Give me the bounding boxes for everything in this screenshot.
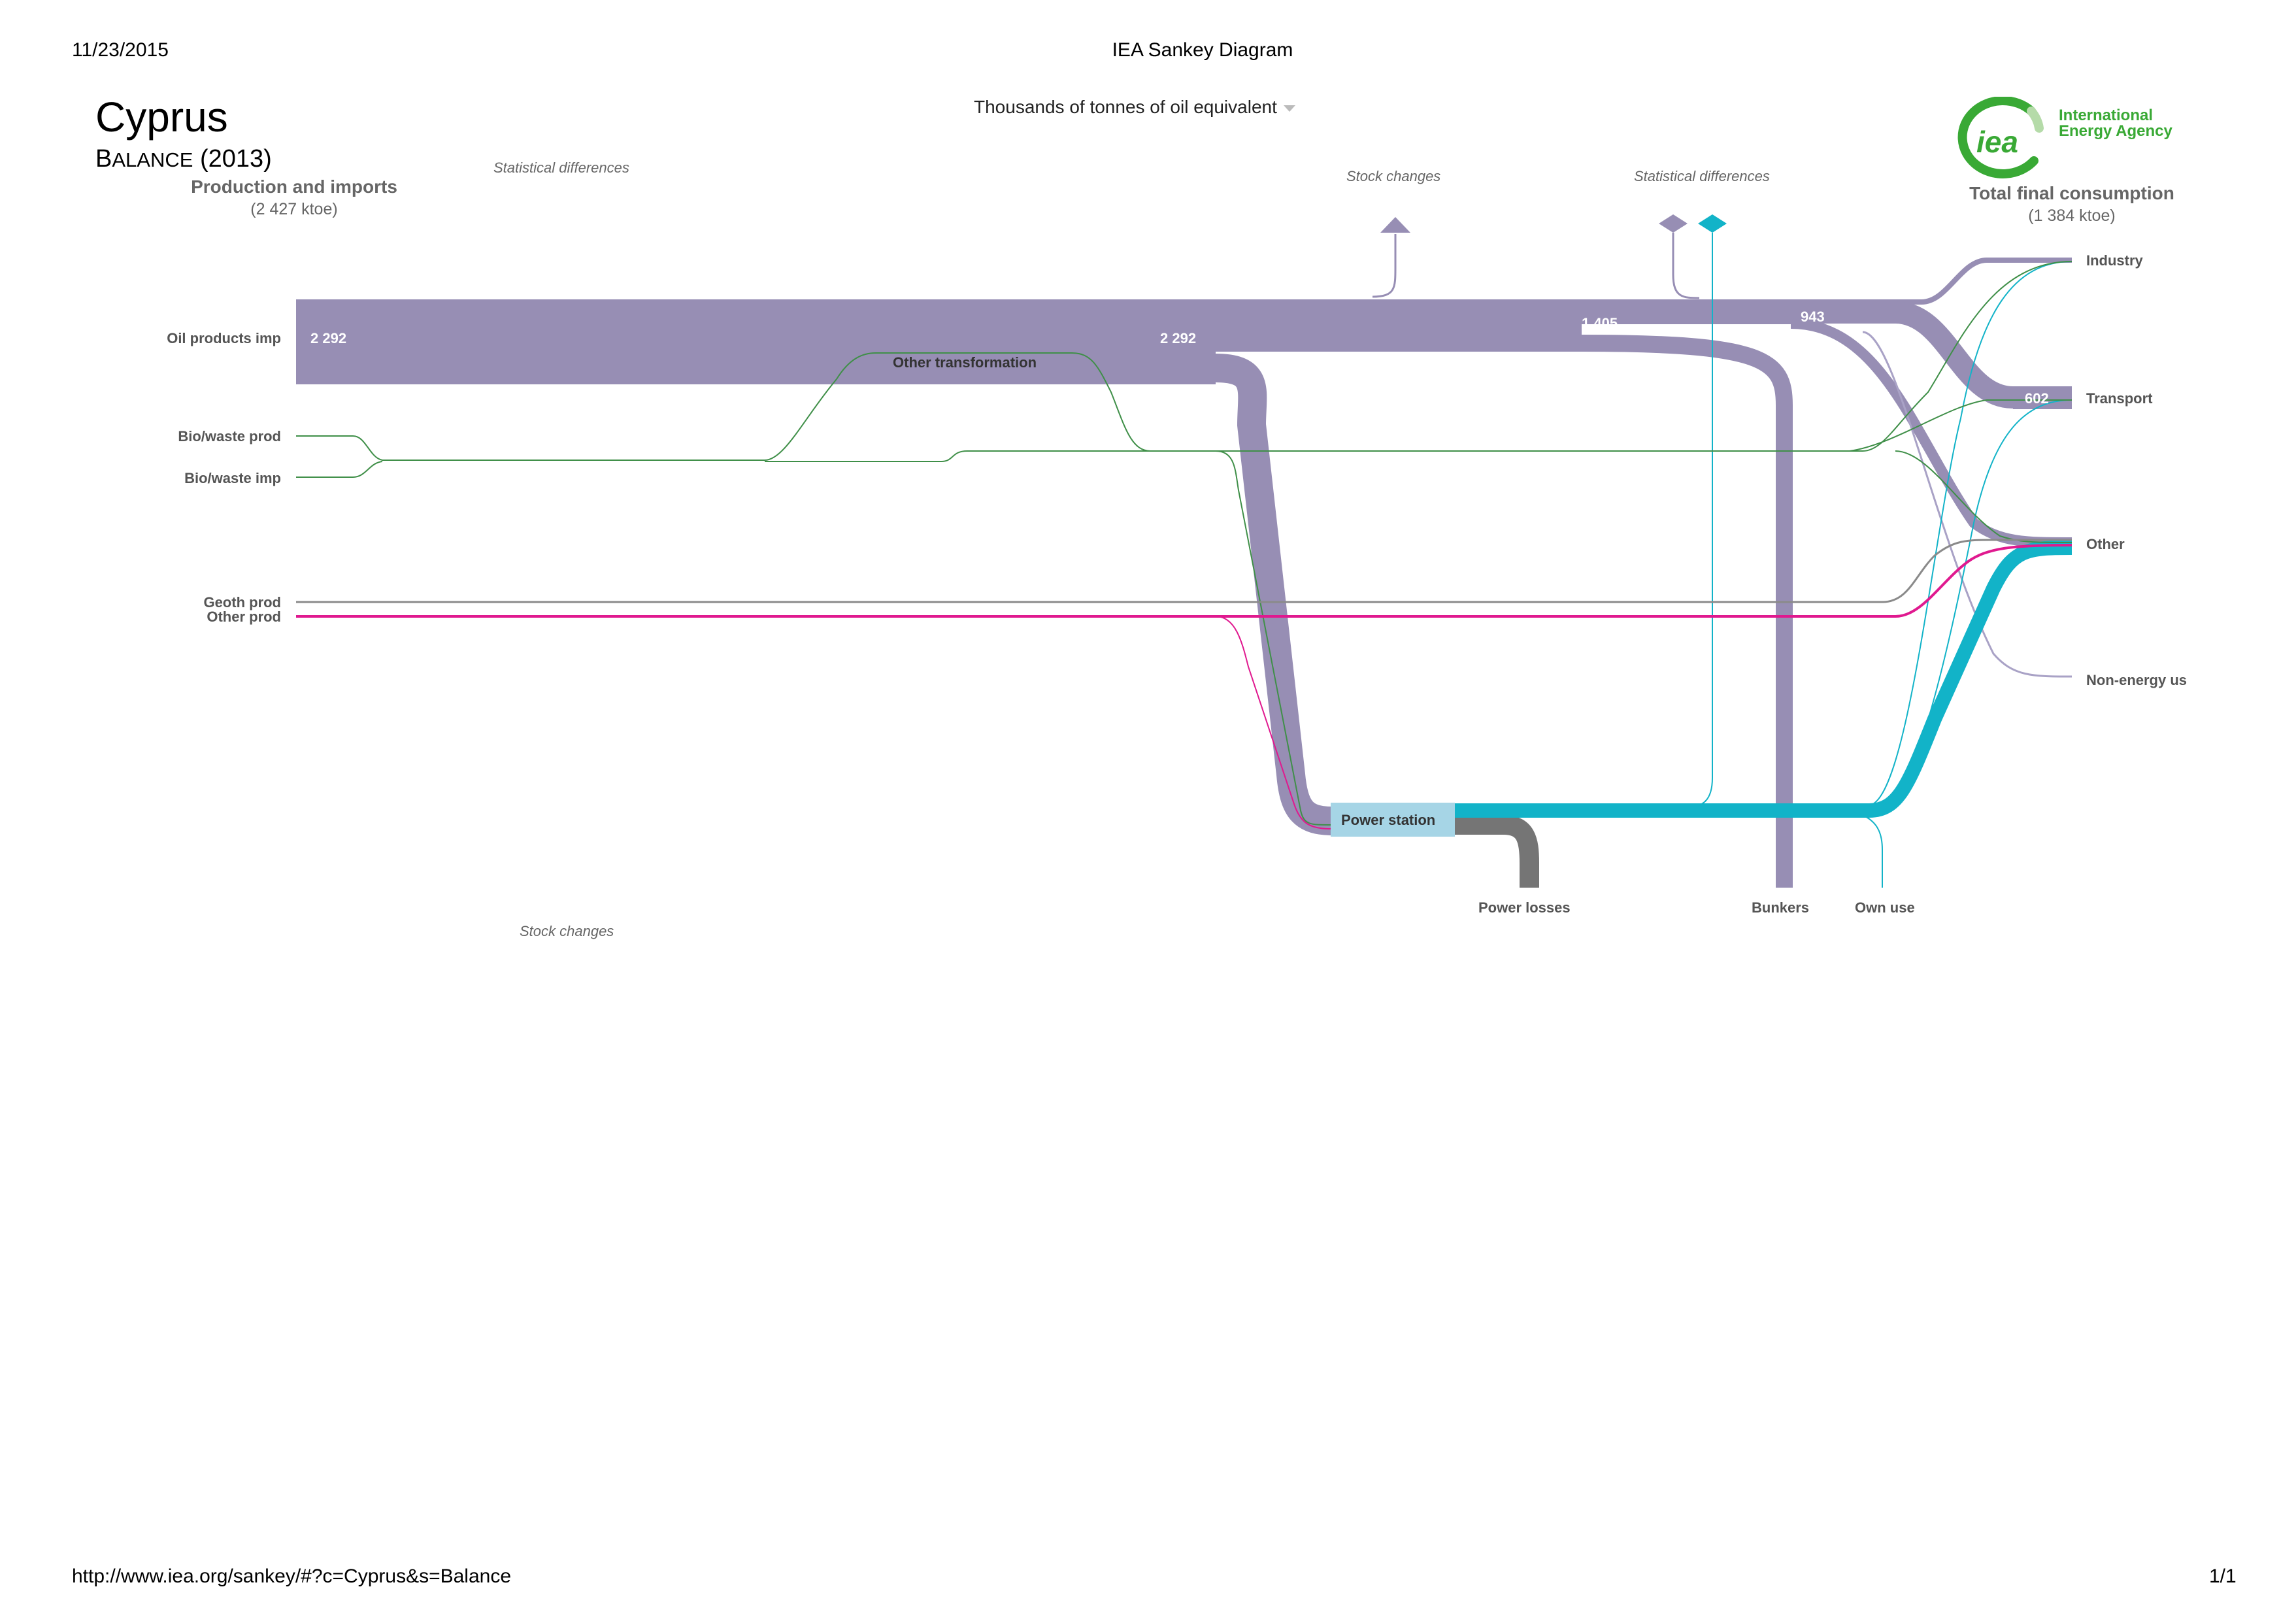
left-column-total: (2 427 ktoe)	[250, 200, 338, 218]
oil-to-bunkers-flow[interactable]	[1581, 335, 1793, 888]
print-page-title: IEA Sankey Diagram	[1112, 39, 1293, 61]
stock-change-arrow-icon	[1380, 217, 1410, 233]
oil-to-transport-flow[interactable]	[1791, 301, 2072, 409]
unit-selector-label: Thousands of tonnes of oil equivalent	[974, 97, 1277, 117]
print-date: 11/23/2015	[72, 39, 169, 61]
left-column-heading: Production and imports	[191, 176, 397, 197]
right-column-total: (1 384 ktoe)	[2028, 207, 2116, 225]
balance-subtitle: BALANCE (2013)	[95, 145, 272, 173]
print-url[interactable]: http://www.iea.org/sankey/#?c=Cyprus&s=B…	[72, 1565, 512, 1587]
biowaste-to-transport-flow[interactable]	[1849, 399, 2072, 452]
logo-mark-text: iea	[1976, 125, 2018, 159]
power-station-node[interactable]	[1331, 803, 1455, 837]
node-power-station[interactable]: Power station	[1341, 812, 1436, 828]
sink-other[interactable]: Other	[2086, 536, 2125, 552]
unit-selector[interactable]: Thousands of tonnes of oil equivalent	[974, 97, 1295, 118]
oil-after-transformation-value: 2 292	[1160, 330, 1197, 346]
elec-stat-diff-diamond-icon	[1698, 214, 1727, 233]
transport-value: 602	[2025, 390, 2049, 407]
power-losses-flow[interactable]	[1455, 815, 1539, 888]
oil-stat-diff-diamond-icon	[1659, 214, 1688, 233]
oil-band-to-bunkers-node[interactable]	[1216, 299, 1582, 352]
chevron-down-icon[interactable]	[1283, 105, 1295, 112]
node-other-transformation[interactable]: Other transformation	[893, 354, 1037, 371]
biowaste-direct-flow[interactable]	[765, 261, 2072, 462]
oil-stat-diff-flow[interactable]	[1672, 233, 1700, 299]
iea-logo: iea	[1954, 96, 2046, 178]
subtitle-year: (2013)	[199, 145, 272, 173]
source-biowaste-imp[interactable]: Bio/waste imp	[184, 470, 281, 486]
subtitle-first-letter: B	[95, 145, 112, 173]
source-oil-products-imp[interactable]: Oil products imp	[167, 330, 281, 346]
right-column-heading: Total final consumption	[1969, 183, 2174, 203]
logo-line1: International	[2059, 107, 2154, 124]
electricity-own-use-flow[interactable]	[1849, 810, 1883, 888]
oil-stock-change-flow[interactable]	[1372, 234, 1397, 298]
oil-to-final-value: 943	[1801, 309, 1825, 325]
node-bunkers[interactable]: Bunkers	[1752, 899, 1810, 916]
print-page-number: 1/1	[2209, 1565, 2237, 1587]
subtitle-rest: ALANCE	[112, 148, 193, 171]
oil-to-industry-flow[interactable]	[1791, 258, 2072, 305]
geothermal-flow[interactable]	[296, 539, 2072, 603]
source-other-prod[interactable]: Other prod	[207, 609, 281, 625]
stock-changes-top-note: Stock changes	[1346, 168, 1441, 184]
source-geoth-prod[interactable]: Geoth prod	[203, 594, 281, 611]
source-biowaste-prod[interactable]: Bio/waste prod	[178, 428, 281, 444]
biowaste-prod-flow[interactable]	[296, 435, 765, 461]
electricity-to-industry-flow[interactable]	[1869, 261, 2072, 806]
oil-band-to-final-node[interactable]	[1582, 299, 1791, 324]
sink-transport[interactable]: Transport	[2086, 390, 2153, 407]
sink-industry[interactable]: Industry	[2086, 252, 2143, 269]
oil-after-bunkers-value: 1 405	[1582, 315, 1618, 331]
biowaste-imp-flow[interactable]	[296, 461, 383, 478]
stat-diff-left-note: Statistical differences	[493, 159, 629, 176]
node-power-losses[interactable]: Power losses	[1478, 899, 1571, 916]
electricity-to-transport-flow[interactable]	[1882, 399, 2072, 806]
oil-to-power-station-flow[interactable]	[1215, 354, 1334, 835]
sink-non-energy[interactable]: Non-energy us	[2086, 672, 2188, 688]
iea-logo-mark: iea	[1957, 96, 2044, 178]
other-prod-flow[interactable]	[296, 544, 2072, 618]
oil-to-other-flow[interactable]	[1790, 318, 2072, 548]
oil-to-non-energy-flow[interactable]	[1862, 331, 2072, 678]
stat-diff-right-note: Statistical differences	[1634, 168, 1770, 184]
electricity-stat-diff-flow[interactable]	[1686, 233, 1713, 808]
biowaste-to-other-transformation-flow[interactable]	[764, 352, 1216, 461]
node-own-use[interactable]: Own use	[1855, 899, 1915, 916]
biowaste-to-other-flow[interactable]	[1895, 450, 2072, 543]
electricity-flow[interactable]	[1455, 541, 2072, 818]
oil-import-value: 2 292	[310, 330, 347, 346]
oil-import-band[interactable]	[296, 299, 1216, 384]
country-title: Cyprus	[95, 93, 228, 141]
stock-changes-bottom-note: Stock changes	[520, 923, 614, 939]
biowaste-to-power-station-flow[interactable]	[1215, 450, 1331, 826]
logo-line2: Energy Agency	[2059, 122, 2172, 140]
other-prod-to-power-station-flow[interactable]	[1215, 616, 1331, 829]
